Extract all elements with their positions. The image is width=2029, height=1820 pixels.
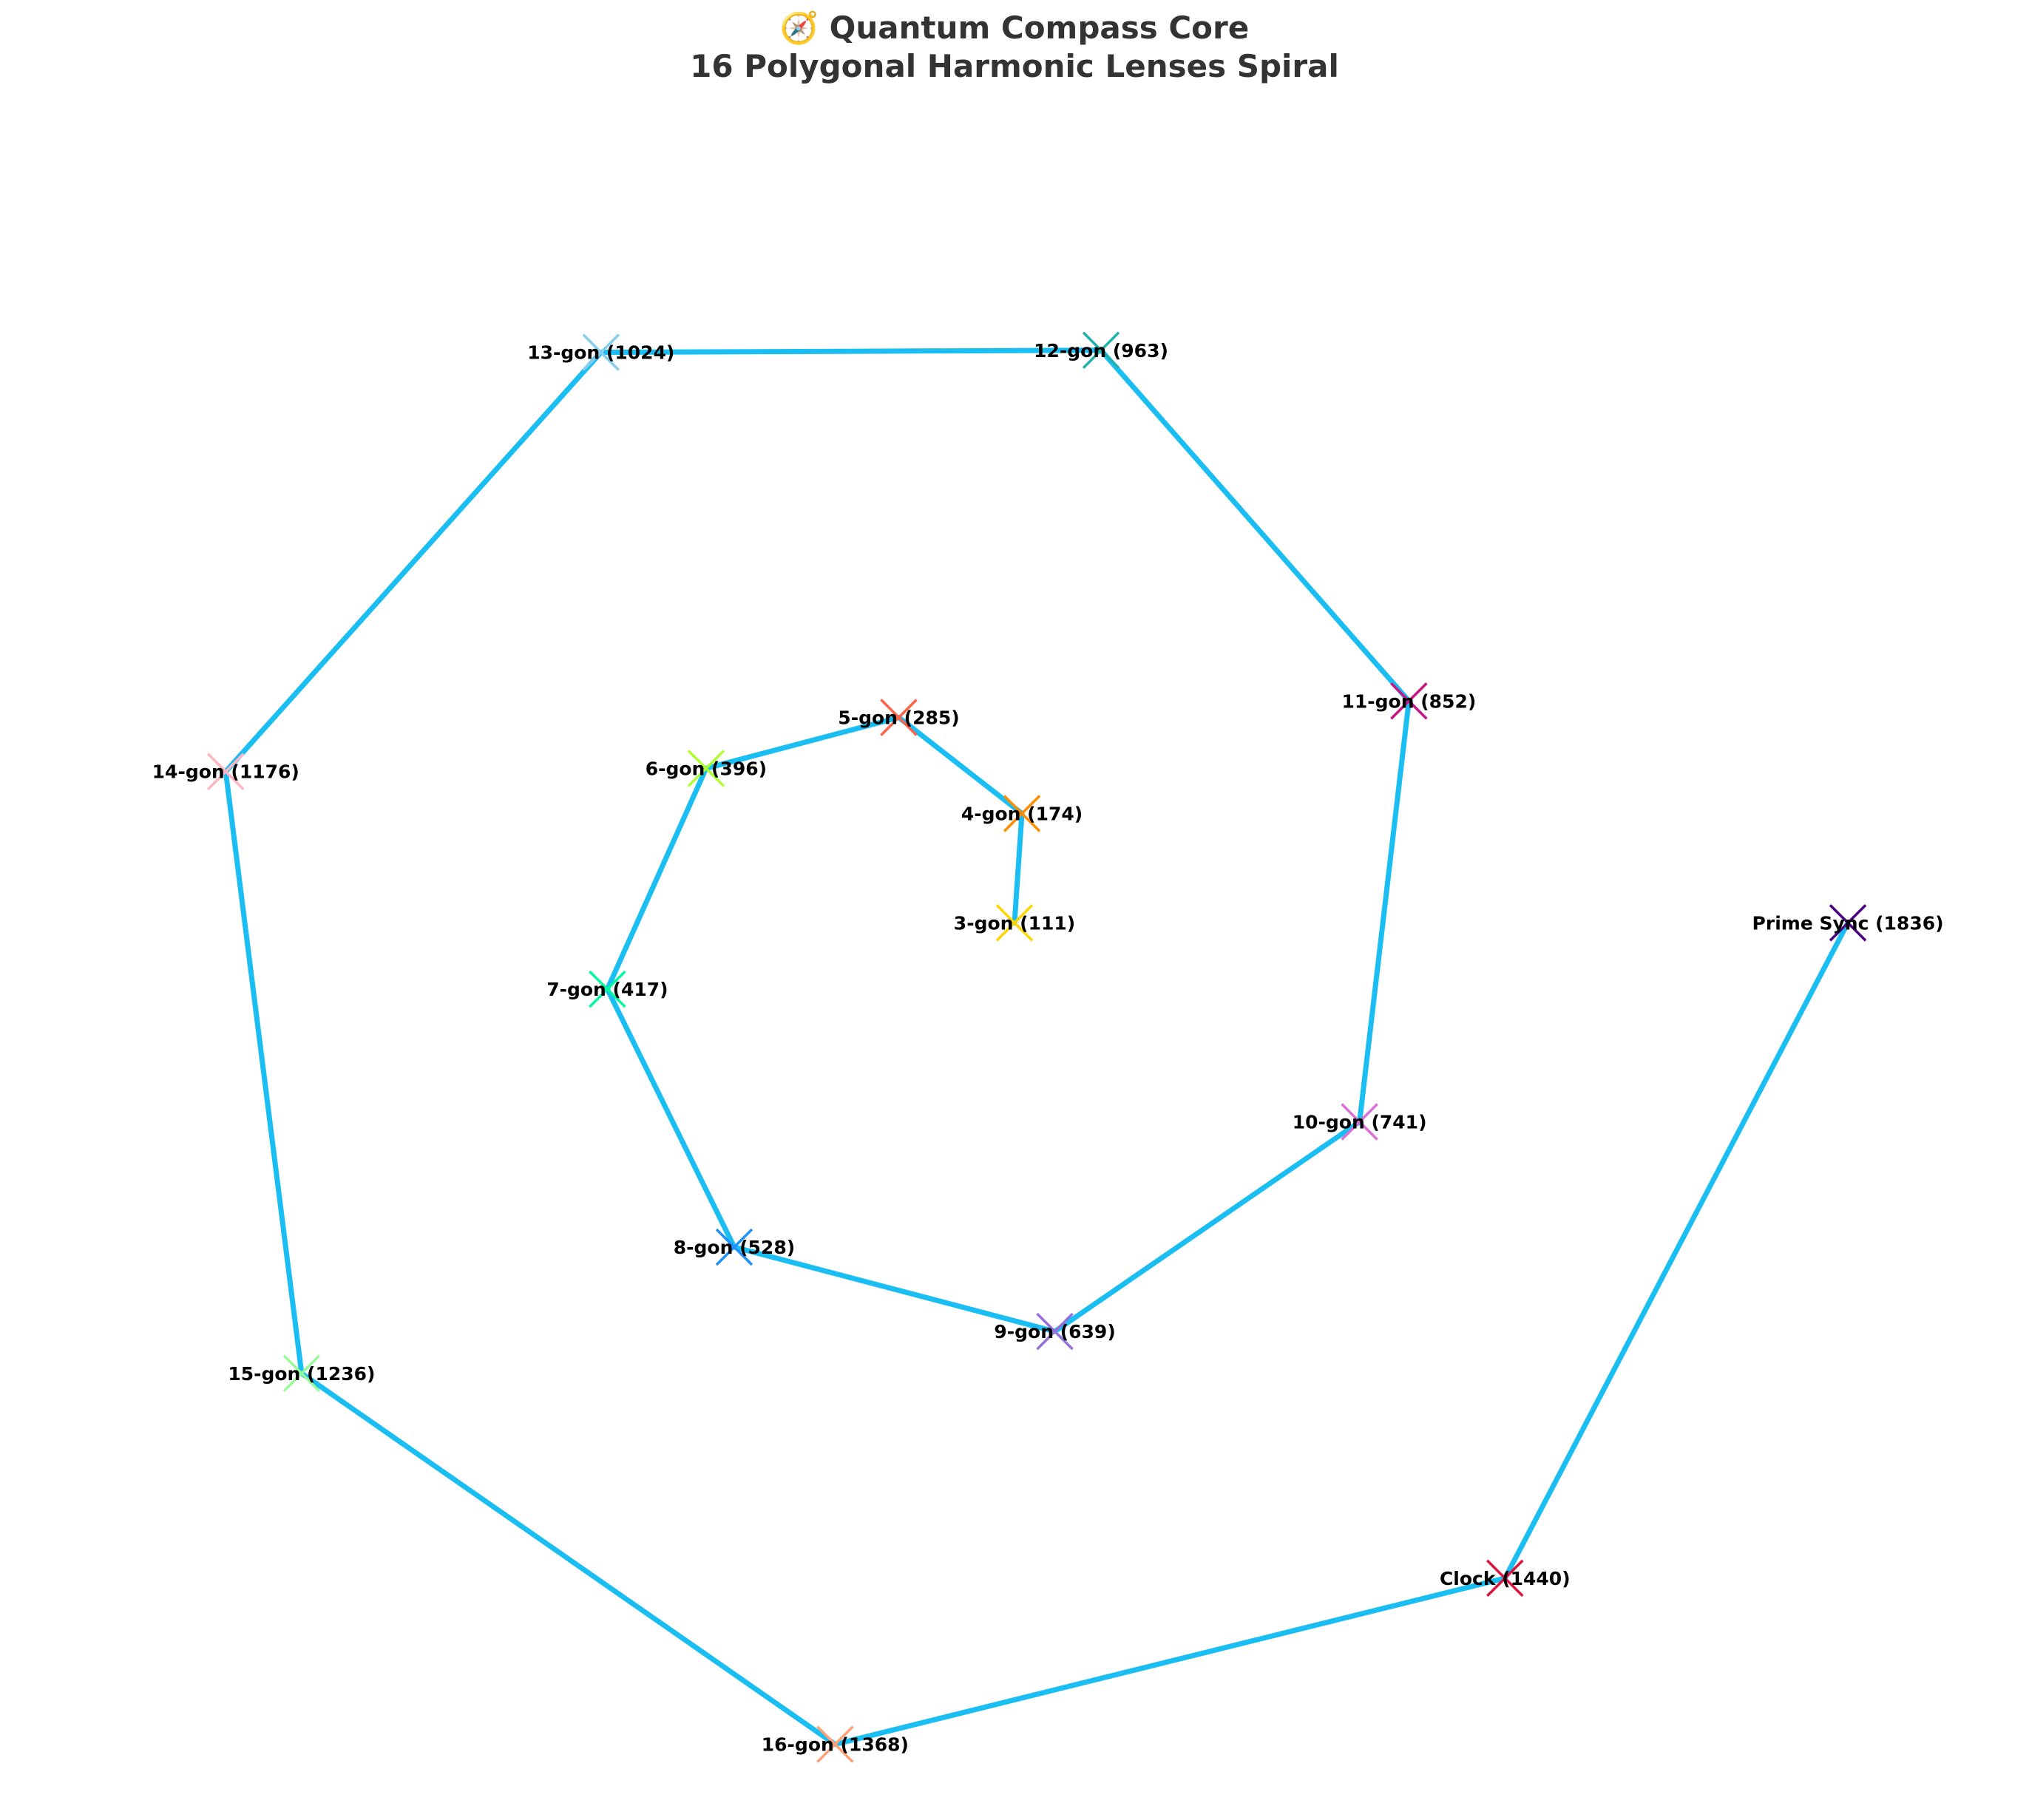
point-label-4: 7-gon (417)	[546, 979, 668, 1000]
point-marker-7	[1341, 1103, 1378, 1141]
point-label-2: 5-gon (285)	[838, 707, 959, 729]
point-marker-9	[1082, 331, 1120, 369]
point-label-0: 3-gon (111)	[954, 912, 1075, 934]
point-label-5: 8-gon (528)	[674, 1237, 795, 1258]
point-marker-5	[715, 1228, 753, 1266]
point-marker-6	[1036, 1312, 1074, 1351]
point-label-15: Prime Sync (1836)	[1752, 912, 1944, 934]
point-label-12: 15-gon (1236)	[228, 1363, 375, 1385]
point-marker-4	[589, 970, 626, 1008]
point-marker-14	[1486, 1559, 1524, 1597]
point-marker-1	[1003, 795, 1041, 832]
point-label-1: 4-gon (174)	[961, 803, 1083, 824]
point-marker-11	[207, 753, 245, 790]
point-marker-15	[1829, 904, 1867, 942]
point-marker-10	[582, 333, 620, 371]
point-marker-0	[995, 904, 1034, 942]
point-marker-2	[880, 699, 918, 736]
point-markers	[207, 331, 1867, 1763]
point-label-11: 14-gon (1176)	[152, 761, 299, 783]
chart-title: 🧭 Quantum Compass Core	[780, 10, 1249, 46]
point-label-9: 12-gon (963)	[1034, 340, 1168, 361]
point-label-7: 10-gon (741)	[1293, 1112, 1427, 1133]
chart-title-text: Quantum Compass Core	[830, 10, 1250, 46]
point-marker-3	[687, 750, 725, 787]
spiral-series-line	[223, 347, 1851, 1748]
point-marker-8	[1390, 682, 1428, 720]
point-marker-12	[282, 1354, 321, 1393]
point-label-3: 6-gon (396)	[646, 758, 767, 779]
compass-icon: 🧭	[780, 10, 819, 46]
chart-subtitle: 16 Polygonal Harmonic Lenses Spiral	[690, 48, 1339, 84]
point-labels: 3-gon (111) 4-gon (174) 5-gon (285) 6-gon (…	[152, 340, 1944, 1756]
point-marker-13	[816, 1725, 854, 1763]
point-label-10: 13-gon (1024)	[527, 342, 674, 364]
point-label-14: Clock (1440)	[1440, 1568, 1571, 1589]
point-label-13: 16-gon (1368)	[762, 1734, 909, 1756]
point-label-8: 11-gon (852)	[1341, 690, 1476, 712]
point-label-6: 9-gon (639)	[994, 1321, 1115, 1342]
